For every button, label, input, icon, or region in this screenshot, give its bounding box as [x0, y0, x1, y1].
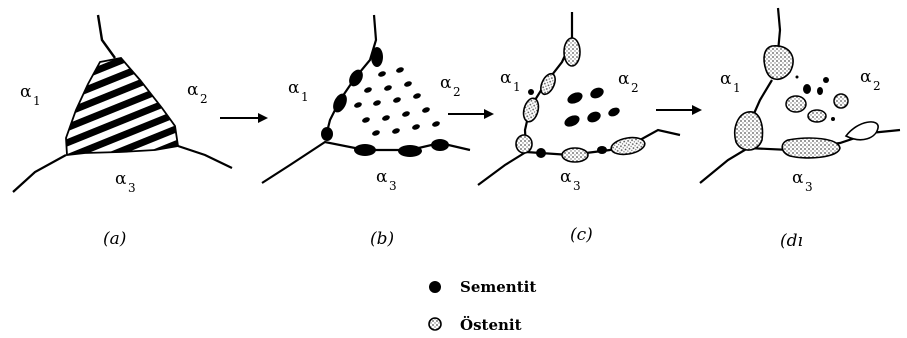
- panel-d-label-alpha1: α: [720, 69, 732, 89]
- panel-a-boundary-top: [98, 15, 115, 58]
- panel-a-caption: (a): [103, 229, 126, 249]
- panel-c: α 1 α 2 α 3 (c): [478, 12, 680, 245]
- panel-b: α 1 α 2 α 3 (b): [262, 15, 470, 249]
- panel-d-label-alpha2-sub: 2: [873, 79, 881, 93]
- panel-b-label-alpha1-sub: 1: [301, 90, 309, 104]
- panel-d-label-alpha3-sub: 3: [805, 180, 813, 194]
- panel-d: α 1 α 2 α 3 (dı: [700, 8, 900, 251]
- panel-a-label-alpha1: α: [20, 82, 32, 102]
- panel-d-caption: (dı: [780, 231, 803, 251]
- panel-c-label-alpha2-sub: 2: [631, 81, 639, 95]
- panel-a: α 1 α 2 α 3 (a): [13, 15, 232, 249]
- panel-a-label-alpha3-sub: 3: [128, 181, 136, 195]
- panel-a-boundary-right: [178, 146, 232, 168]
- panel-b-label-alpha2-sub: 2: [453, 85, 461, 99]
- panel-b-label-alpha2: α: [440, 73, 452, 93]
- panel-a-pearlite-region: [66, 58, 178, 155]
- panel-a-boundary-left: [13, 155, 66, 192]
- arrow-b-c: [448, 109, 494, 119]
- panel-d-austenite-interior: [786, 94, 848, 122]
- panel-c-cementite-interior: [563, 86, 621, 129]
- panel-b-label-alpha1: α: [288, 78, 300, 98]
- panel-b-cementite-interior: [353, 66, 440, 136]
- panel-d-austenite-open-grain: [846, 122, 878, 140]
- panel-b-label-alpha3-sub: 3: [389, 179, 397, 193]
- panel-c-caption: (c): [570, 225, 593, 245]
- panel-a-label-alpha2-sub: 2: [200, 92, 208, 106]
- panel-c-label-alpha3: α: [560, 167, 572, 187]
- legend-cementite-label: Sementit: [460, 278, 536, 296]
- legend-austenite-icon: [429, 318, 441, 330]
- panel-b-caption: (b): [370, 229, 394, 249]
- legend-cementite-icon: [429, 281, 441, 293]
- arrow-a-b: [220, 113, 268, 123]
- panel-b-cementite-boundary: [321, 47, 449, 157]
- panel-c-label-alpha1: α: [500, 68, 512, 88]
- panel-d-label-alpha2: α: [860, 67, 872, 87]
- arrow-c-d: [656, 105, 702, 115]
- legend: Sementit Östenit: [429, 278, 536, 334]
- panel-a-label-alpha2: α: [187, 80, 199, 100]
- panel-d-label-alpha3: α: [792, 168, 804, 188]
- panel-c-label-alpha1-sub: 1: [513, 80, 521, 94]
- panel-a-label-alpha3: α: [115, 169, 127, 189]
- panel-a-label-alpha1-sub: 1: [33, 94, 41, 108]
- panel-c-label-alpha2: α: [618, 69, 630, 89]
- panel-d-label-alpha1-sub: 1: [733, 81, 741, 95]
- panel-c-label-alpha3-sub: 3: [573, 179, 581, 193]
- panel-c-austenite-boundary: [516, 38, 646, 162]
- legend-austenite-label: Östenit: [460, 315, 522, 334]
- panel-b-label-alpha3: α: [376, 167, 388, 187]
